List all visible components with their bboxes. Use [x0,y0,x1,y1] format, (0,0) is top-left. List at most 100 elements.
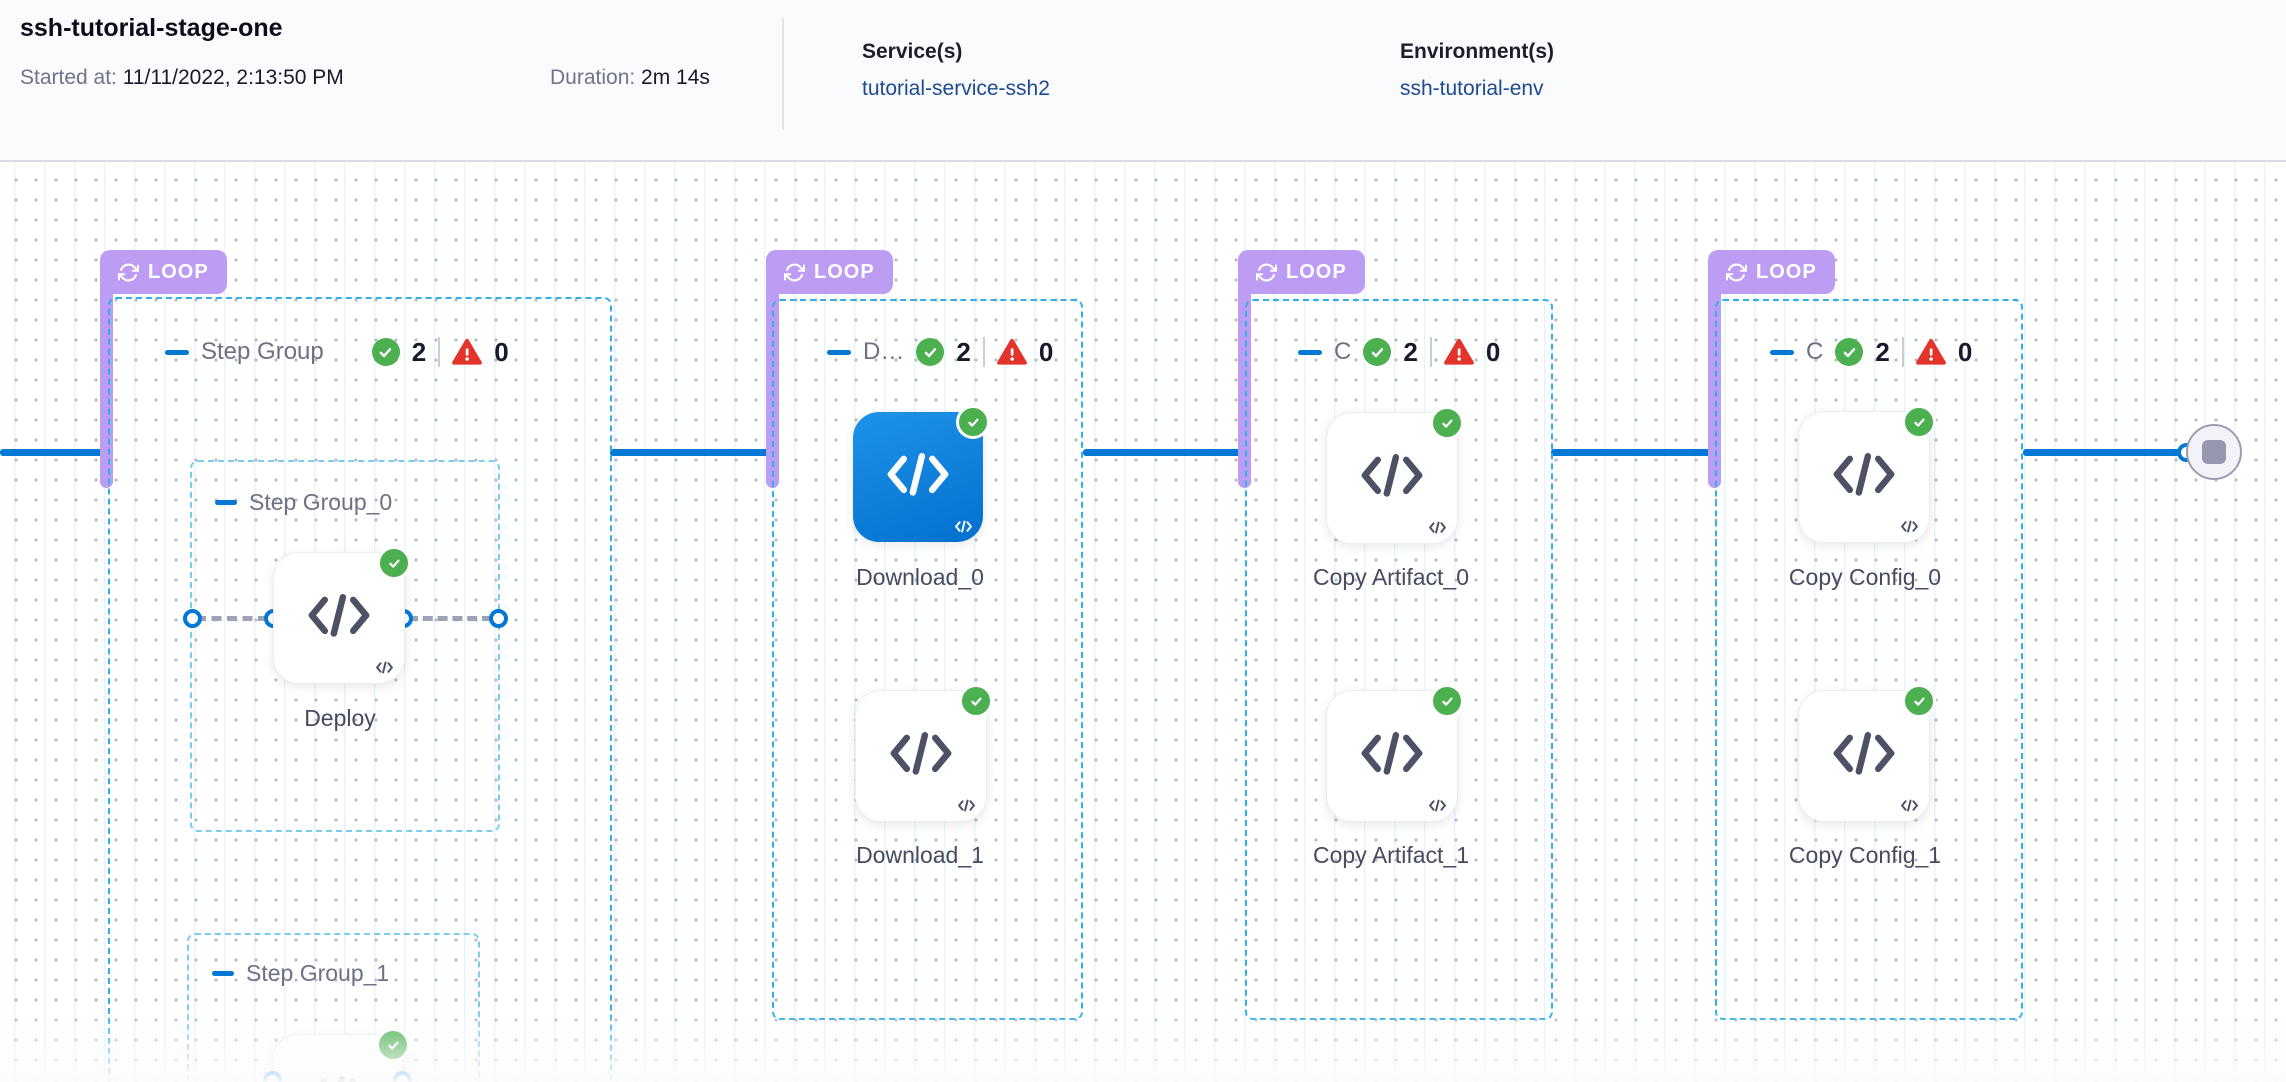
inner-step-group-box-0[interactable]: Step Group_0 [190,460,500,832]
connector-line [1551,449,1711,456]
group-header-3: C 2 0 [1298,334,1500,370]
started-at: Started at: 11/11/2022, 2:13:50 PM [20,66,344,90]
success-icon [1363,338,1392,366]
step-group-label: Step Group [201,338,324,365]
step-group-box-2[interactable] [772,299,1083,1020]
collapse-icon[interactable] [1770,349,1794,355]
inner-group-header-1: Step Group_1 [212,955,389,991]
code-icon-small [1429,799,1446,812]
status-success-icon [377,546,411,580]
code-icon [1833,732,1895,775]
loop-badge: LOOP [766,250,893,294]
step-node-copy-artifact-1[interactable] [1326,684,1464,822]
success-icon [916,338,945,366]
failure-count: 0 [1957,336,1973,367]
step-node-copy-config-1[interactable] [1798,684,1936,822]
code-icon-small [1901,799,1918,812]
stop-icon [2202,440,2226,464]
code-icon [308,594,370,637]
code-icon-small [958,799,975,812]
success-icon [1835,338,1864,366]
loop-icon [784,263,805,281]
step-group-box-3[interactable] [1245,299,1553,1020]
step-group-label: Step Group_0 [249,488,393,515]
group-header-1: Step Group 2 0 [165,334,509,370]
status-success-icon [956,405,990,439]
stage-title: ssh-tutorial-stage-one [20,14,283,42]
status-success-icon [959,684,993,718]
collapse-icon[interactable] [827,349,851,355]
status-success-icon [376,1028,410,1062]
connector-line [1083,449,1241,456]
step-node-label: Copy Artifact_0 [1313,564,1469,590]
service-link[interactable]: tutorial-service-ssh2 [862,77,1050,100]
success-count: 2 [411,336,427,367]
failure-count: 0 [1485,336,1501,367]
step-group-box-4[interactable] [1715,299,2023,1020]
connector-line [0,449,104,456]
handle-connector [408,616,492,621]
count-divider [438,337,441,367]
success-icon [371,338,400,366]
step-group-label: C [1334,338,1352,365]
failure-count: 0 [1038,336,1054,367]
loop-badge-label: LOOP [814,260,875,283]
step-group-label: D… [863,338,905,365]
group-header-4: C 2 0 [1770,334,1972,370]
duration-value: 2m 14s [641,66,710,89]
step-node-label: Copy Config_0 [1788,564,1942,590]
step-node-label: Copy Artifact_1 [1313,842,1469,868]
count-divider [1429,337,1432,367]
inner-step-group-box-1[interactable]: Step Group_1 [187,933,480,1082]
warning-icon [1915,338,1946,366]
step-node-partial[interactable] [272,1028,410,1082]
connector-line [610,449,770,456]
step-group-box-1[interactable] [108,297,612,1082]
execution-header: ssh-tutorial-stage-one Started at: 11/11… [0,0,2286,162]
step-node-label: Download_0 [856,564,984,590]
end-node[interactable] [2186,424,2242,480]
started-at-value: 11/11/2022, 2:13:50 PM [122,66,344,89]
loop-icon [118,263,139,281]
loop-badge: LOOP [100,250,227,294]
collapse-icon[interactable] [215,499,237,505]
code-icon [1361,454,1423,497]
code-icon [1833,453,1895,496]
code-icon-small [1429,521,1446,534]
loop-icon [1726,263,1747,281]
loop-badge-label: LOOP [1286,260,1347,283]
node-handle[interactable] [489,609,508,628]
loop-badge-label: LOOP [1756,260,1817,283]
collapse-icon[interactable] [212,970,234,976]
warning-icon [996,338,1027,366]
code-icon [319,1076,357,1082]
services-label: Service(s) [862,40,963,63]
environment-link[interactable]: ssh-tutorial-env [1400,77,1544,100]
step-node-download-1[interactable] [855,684,993,822]
step-node-deploy[interactable] [273,546,411,684]
loop-strip [1238,288,1251,488]
count-divider [982,337,985,367]
execution-graph-canvas[interactable]: LOOP LOOP LOOP LOOP Step Group 2 0 D… 2 … [0,162,2286,1082]
success-count: 2 [956,336,971,367]
inner-group-header-0: Step Group_0 [215,484,392,520]
code-icon [890,732,952,775]
duration-label: Duration: [550,66,642,89]
status-success-icon [1430,684,1464,718]
step-node-copy-artifact-0[interactable] [1326,406,1464,544]
node-handle[interactable] [183,609,202,628]
collapse-icon[interactable] [165,349,189,355]
step-node-download-0[interactable] [853,405,990,542]
warning-icon [1443,338,1474,366]
status-success-icon [1902,684,1936,718]
success-count: 2 [1875,336,1890,367]
loop-badge-label: LOOP [148,260,209,283]
step-group-label: Step Group_1 [246,959,390,986]
group-header-2: D… 2 0 [827,334,1053,370]
code-icon [1361,732,1423,775]
loop-icon [1256,263,1277,281]
collapse-icon[interactable] [1298,349,1322,355]
step-node-label: Download_1 [856,842,984,868]
step-node-copy-config-0[interactable] [1798,405,1936,543]
environments-label: Environment(s) [1400,40,1555,63]
